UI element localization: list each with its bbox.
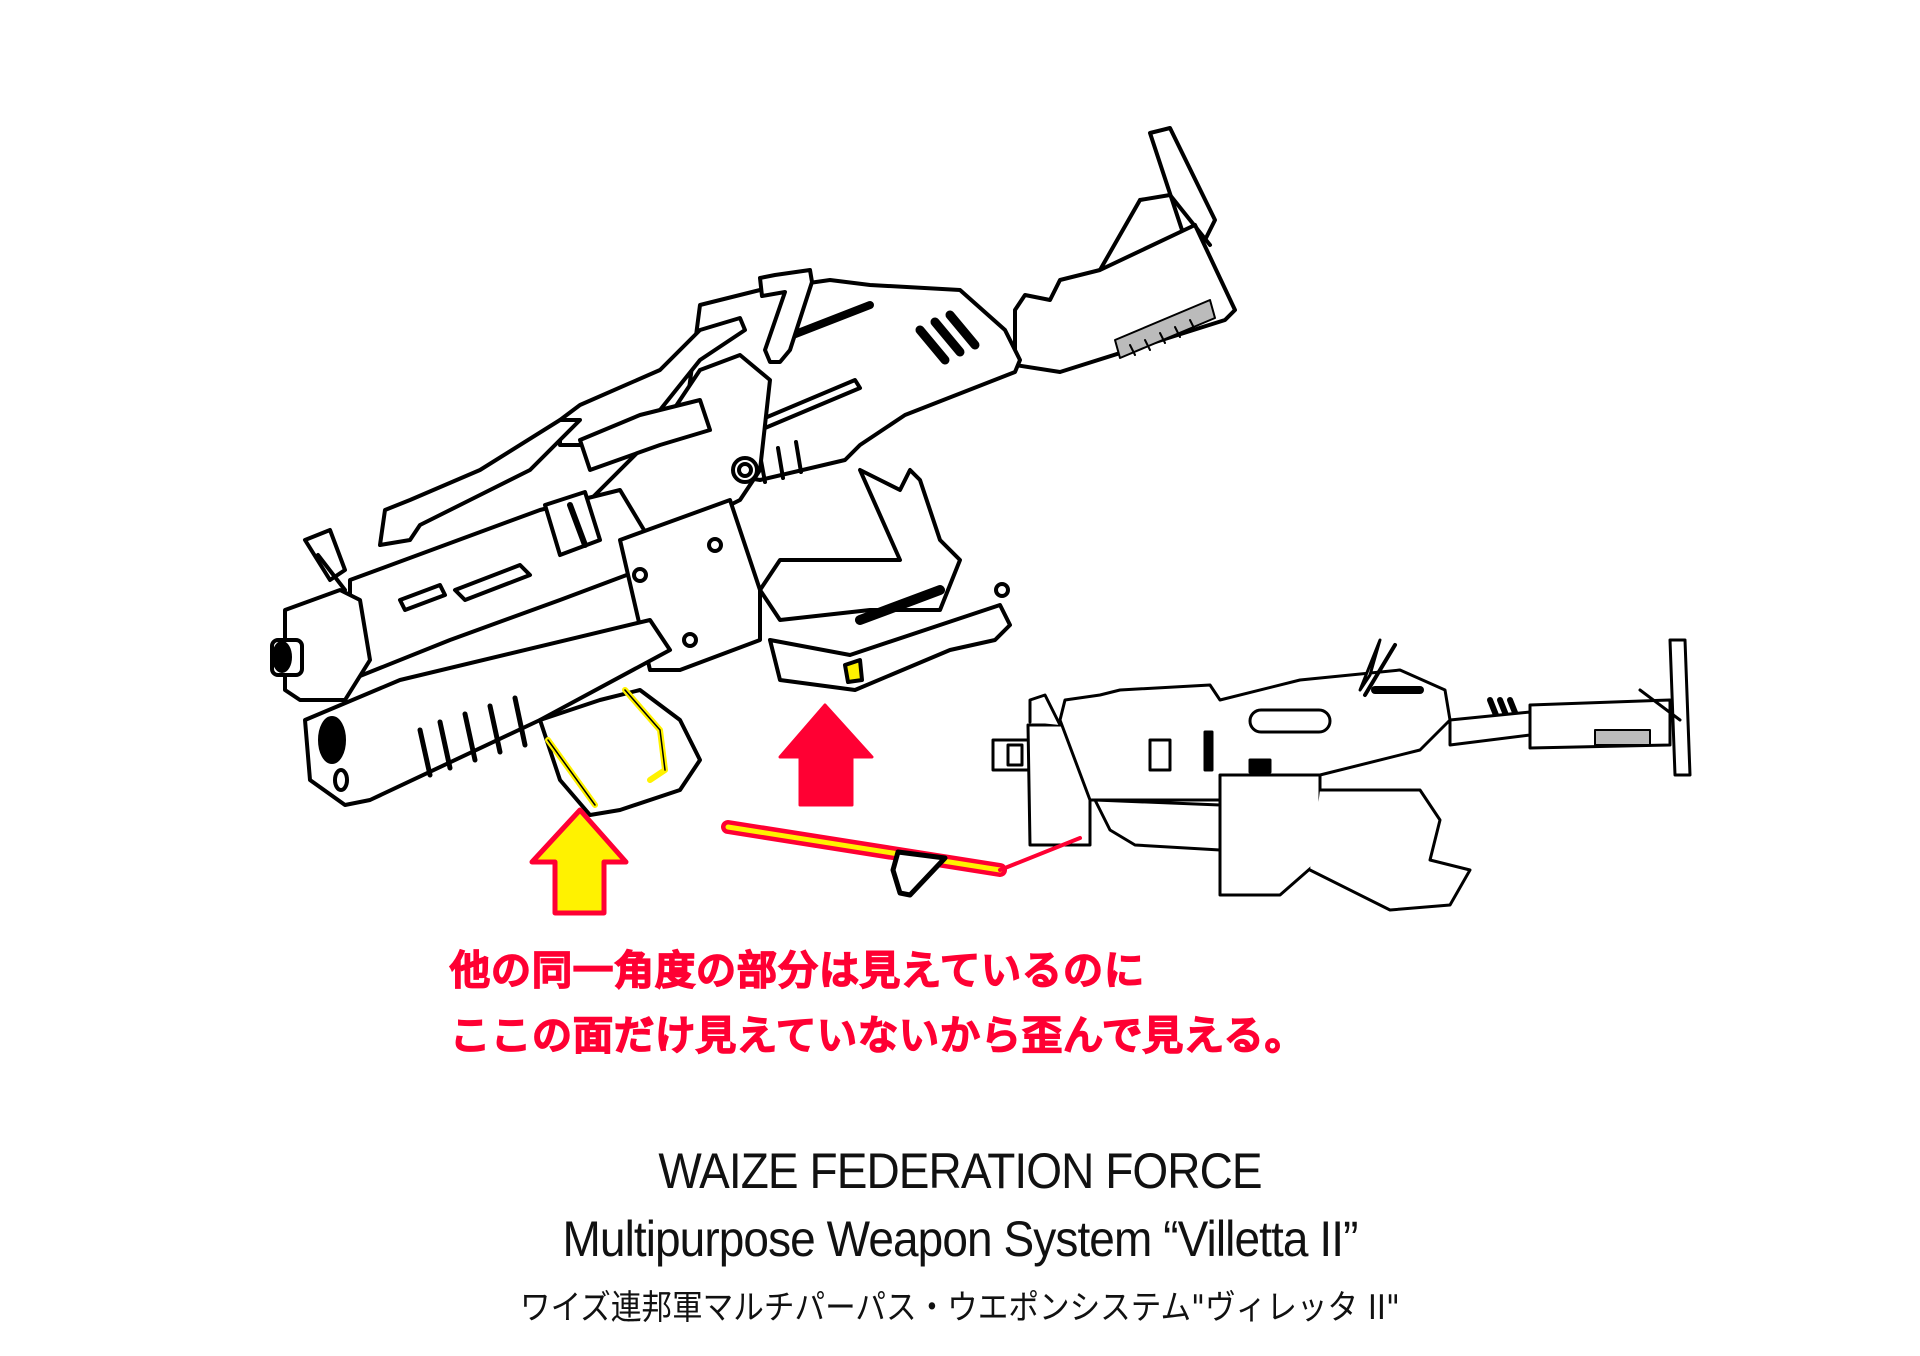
hidden-face-fragment [890, 849, 948, 898]
main-frame [348, 353, 772, 682]
main-rear-grip [758, 468, 1012, 692]
caption-subtitle: Multipurpose Weapon System “Villetta II” [562, 1211, 1359, 1267]
hidden-face-highlight [721, 820, 1082, 898]
main-sight [378, 268, 814, 547]
yellow-arrow-icon [529, 807, 629, 916]
red-arrow-icon [778, 703, 874, 807]
side-view-weapon-drawing [991, 638, 1692, 912]
caption-title: WAIZE FEDERATION FORCE [658, 1143, 1262, 1199]
main-grip [538, 687, 702, 817]
main-stock [1013, 126, 1237, 374]
annotation-line-1: 他の同一角度の部分は見えているのに [449, 947, 1145, 995]
main-barrel [270, 528, 372, 702]
annotation-line-2: ここの面だけ見えていないから歪んで見える。 [449, 1012, 1306, 1060]
caption-japanese: ワイズ連邦軍マルチパーパス・ウエポンシステム"ヴィレッタ II" [519, 1288, 1400, 1328]
main-weapon-drawing [270, 126, 1237, 817]
